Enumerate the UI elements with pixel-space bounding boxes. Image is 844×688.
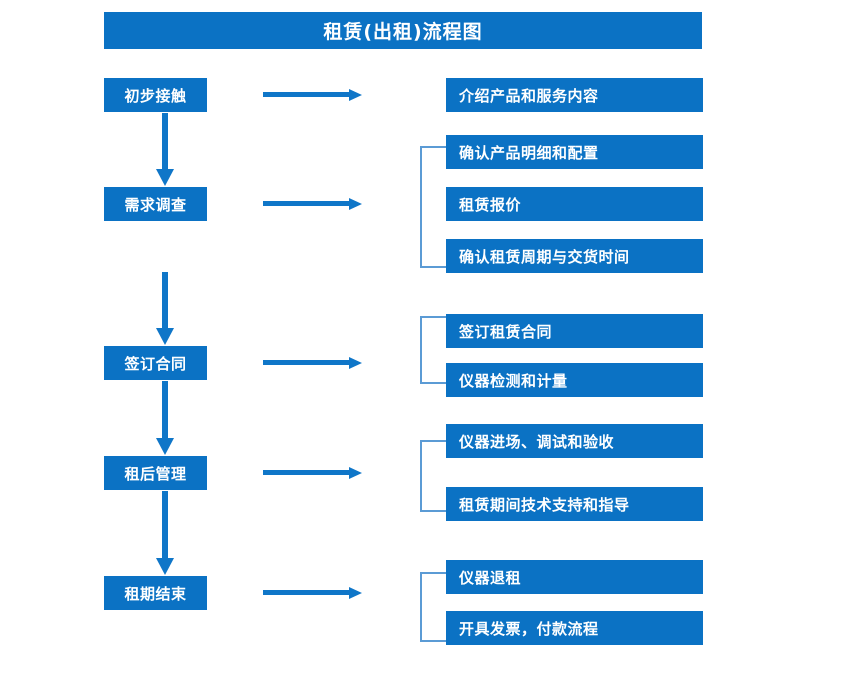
detail-box-仪器退租[interactable]: 仪器退租 [446, 560, 703, 594]
group-bracket-租后管理 [420, 440, 447, 512]
right-arrow-icon-5 [263, 585, 363, 601]
detail-box-开具发票付款流程[interactable]: 开具发票，付款流程 [446, 611, 703, 645]
stage-box-签订合同[interactable]: 签订合同 [104, 346, 207, 380]
group-bracket-租期结束 [420, 572, 447, 642]
right-arrow-icon-1 [263, 87, 363, 103]
group-bracket-需求调查 [420, 146, 447, 268]
right-arrow-icon-2 [263, 196, 363, 212]
page-title: 租赁(出租)流程图 [104, 12, 702, 49]
detail-box-租赁期间技术支持和指导[interactable]: 租赁期间技术支持和指导 [446, 487, 703, 521]
detail-box-仪器检测和计量[interactable]: 仪器检测和计量 [446, 363, 703, 397]
right-arrow-icon-4 [263, 465, 363, 481]
stage-box-租后管理[interactable]: 租后管理 [104, 456, 207, 490]
down-arrow-icon-4 [150, 491, 180, 576]
stage-box-初步接触[interactable]: 初步接触 [104, 78, 207, 112]
detail-box-租赁报价[interactable]: 租赁报价 [446, 187, 703, 221]
stage-box-需求调查[interactable]: 需求调查 [104, 187, 207, 221]
detail-box-签订租赁合同[interactable]: 签订租赁合同 [446, 314, 703, 348]
down-arrow-icon-1 [150, 113, 180, 187]
detail-box-仪器进场调试和验收[interactable]: 仪器进场、调试和验收 [446, 424, 703, 458]
group-bracket-签订合同 [420, 316, 447, 384]
detail-box-确认租赁周期与交货时间[interactable]: 确认租赁周期与交货时间 [446, 239, 703, 273]
detail-box-介绍产品和服务内容[interactable]: 介绍产品和服务内容 [446, 78, 703, 112]
right-arrow-icon-3 [263, 355, 363, 371]
stage-box-租期结束[interactable]: 租期结束 [104, 576, 207, 610]
down-arrow-icon-2 [150, 272, 180, 346]
detail-box-确认产品明细和配置[interactable]: 确认产品明细和配置 [446, 135, 703, 169]
down-arrow-icon-3 [150, 381, 180, 456]
